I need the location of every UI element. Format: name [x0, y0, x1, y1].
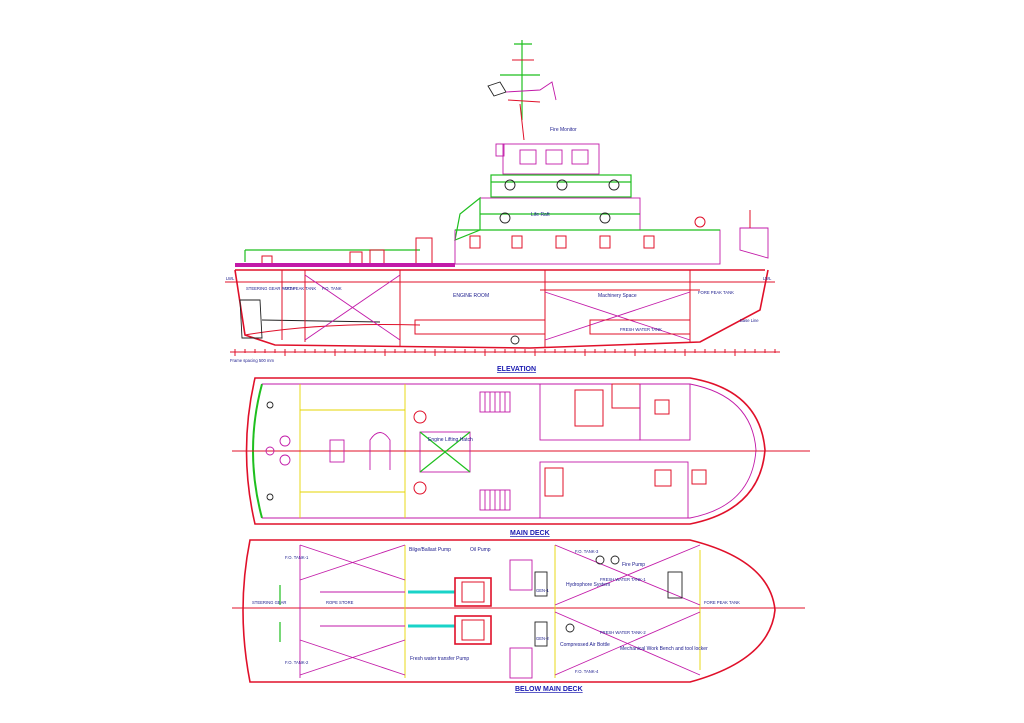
frame-spacing-label: Frame spacing 500 mm [230, 358, 274, 363]
aft-peak-tank-label: AFT PEAK TANK [284, 286, 316, 291]
fo-tank-3-label: F.O. TANK-3 [575, 549, 599, 554]
fresh-water-tank-elev-label: FRESH WATER TANK [620, 327, 662, 332]
gen-1-label: GEN-1 [536, 588, 549, 593]
oil-pump-label: Oil Pump [470, 547, 491, 553]
hydrophore-system-label: Hydrophore System [566, 582, 610, 588]
main-deck-plan: Engine Lifting Hatch [232, 377, 810, 525]
machinery-space-label: Machinery Space [598, 293, 637, 299]
fresh-water-tank-2-label: FRESH WATER TANK-2 [600, 630, 646, 635]
fore-peak-tank-elev-label: FORE PEAK TANK [698, 290, 734, 295]
fire-monitor-label: Fire Monitor [550, 127, 577, 133]
main-deck-title: MAIN DECK [510, 530, 550, 537]
below-main-deck-title: BELOW MAIN DECK [515, 686, 583, 693]
elevation-view: Fire Monitor Life Raft [225, 40, 780, 373]
rope-store-label: ROPE STORE [326, 600, 354, 605]
fresh-water-tank-1-label: FRESH WATER TANK-1 [600, 577, 646, 582]
engine-room-label: ENGINE ROOM [453, 293, 489, 299]
fire-pump-label: Fire Pump [622, 562, 645, 568]
base-line-label: Base Line [740, 318, 759, 323]
elevation-title: ELEVATION [497, 366, 536, 373]
fo-tank-1-label: F.O. TANK-1 [285, 555, 309, 560]
gen-2-label: GEN-2 [536, 636, 549, 641]
fo-tank-elev-label: F.O. TANK [322, 286, 342, 291]
fresh-water-pump-label: Fresh water transfer Pump [410, 656, 469, 662]
frame-scale [234, 349, 776, 356]
fore-peak-tank-label: FORE PEAK TANK [704, 600, 740, 605]
engine-lifting-hatch-label: Engine Lifting Hatch [428, 437, 473, 443]
mechanical-workshop-label: Mechanical Work Bench and tool locker [620, 646, 708, 652]
steering-gear-elev-label: STEERING GEAR ROOM [246, 286, 295, 291]
fo-tank-2-label: F.O. TANK-2 [285, 660, 309, 665]
bilge-ballast-pump-label: Bilge/Ballast Pump [409, 547, 451, 553]
lwl-fwd-label: LWL [763, 276, 772, 281]
steering-gear-label: STEERING GEAR [252, 600, 286, 605]
lwl-aft-label: LWL [226, 276, 235, 281]
below-main-deck-plan: F.O. TANK-1 F.O. TANK-2 F.O. TANK-3 F.O.… [232, 539, 805, 683]
fo-tank-4-label: F.O. TANK-4 [575, 669, 599, 674]
compressed-air-bottle-label: Compressed Air Bottle [560, 642, 610, 648]
life-raft-label: Life Raft [531, 212, 550, 218]
